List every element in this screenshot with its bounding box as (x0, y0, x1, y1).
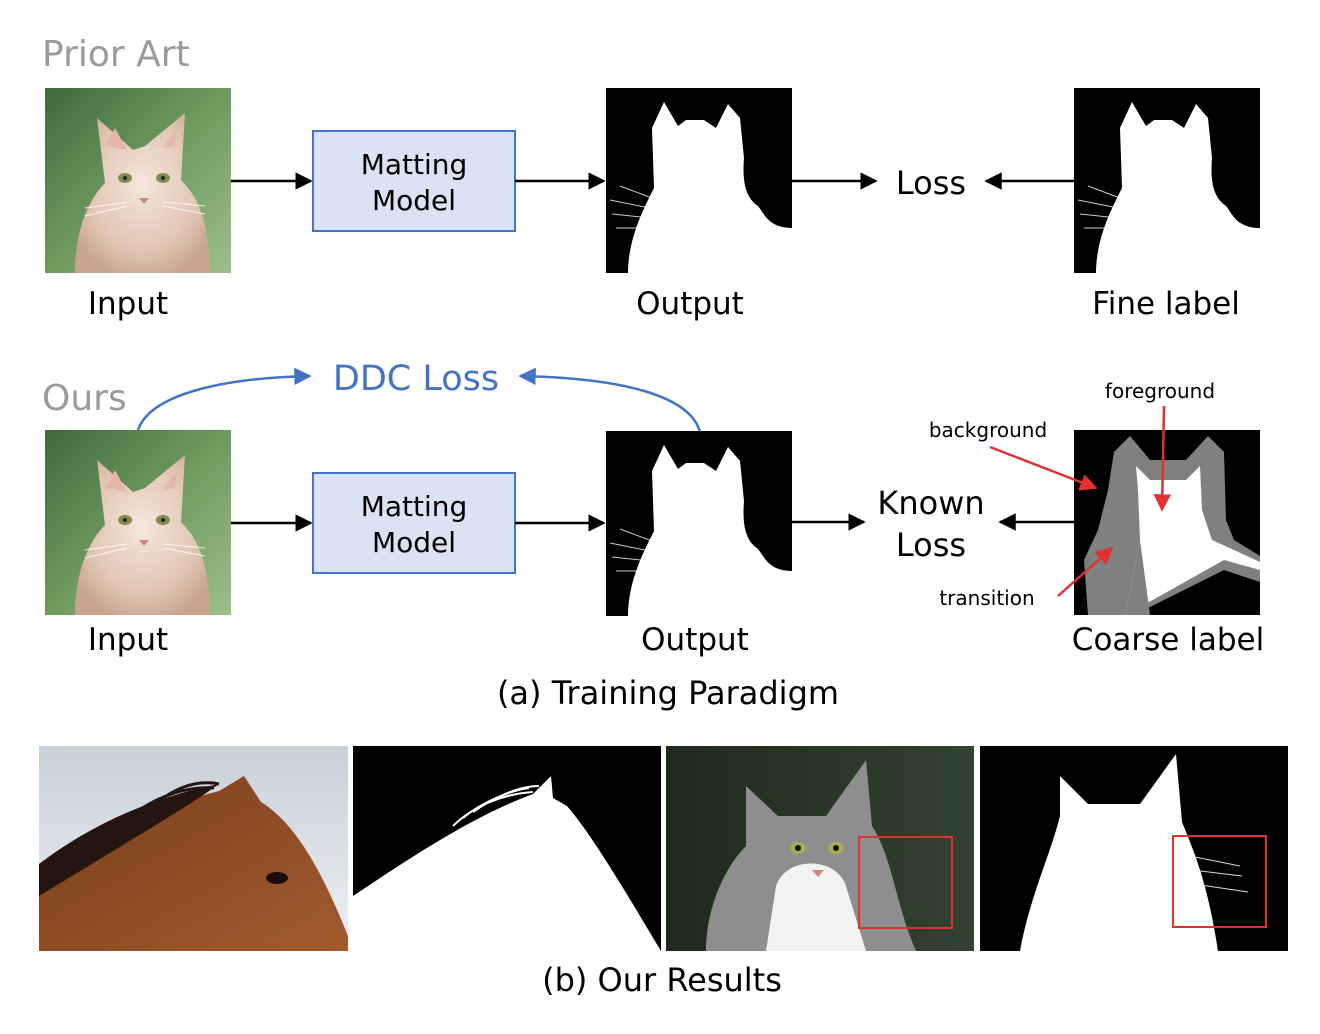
ours-input-label: Input (88, 622, 168, 658)
prior-fine-label-matte (1073, 87, 1261, 274)
annotation-foreground: foreground (1105, 379, 1215, 403)
ddc-arrow-from-input (136, 367, 312, 431)
result-cat-photo-highlight-box (858, 836, 953, 929)
annotation-background: background (929, 418, 1047, 442)
prior-output-label: Output (636, 286, 744, 322)
prior-input-label: Input (88, 286, 168, 322)
ours-matting-model-box (312, 472, 516, 574)
known-loss-label-line2: Loss (896, 526, 966, 564)
prior-fine-label-text: Fine label (1092, 286, 1240, 322)
result-horse-matte (353, 746, 661, 951)
coarse-label-trimap (1074, 430, 1260, 615)
result-horse-photo (39, 746, 348, 951)
caption-our-results: (b) Our Results (542, 961, 782, 999)
caption-training-paradigm: (a) Training Paradigm (497, 674, 839, 712)
ours-heading: Ours (42, 378, 127, 419)
foreground-pointer-arrow (1153, 405, 1172, 512)
ddc-arrow-from-output (518, 367, 702, 433)
prior-loss-label: Loss (896, 164, 966, 202)
result-cat-matte-highlight-box (1172, 835, 1267, 928)
prior-model-label-line1: Matting (361, 148, 468, 181)
annotation-transition: transition (939, 586, 1034, 610)
known-loss-label-line1: Known (877, 484, 984, 522)
result-cat-photo (666, 746, 974, 951)
ours-model-label-line2: Model (372, 526, 456, 559)
background-pointer-arrow (989, 445, 1098, 491)
ours-output-matte (605, 430, 793, 617)
ours-model-label-line1: Matting (361, 490, 468, 523)
transition-pointer-arrow (1057, 546, 1114, 597)
prior-output-matte (605, 87, 793, 274)
ours-output-label: Output (641, 622, 749, 658)
coarse-label-text: Coarse label (1072, 622, 1264, 658)
prior-model-label-line2: Model (372, 184, 456, 217)
ddc-loss-label: DDC Loss (333, 359, 499, 399)
ours-input-image (44, 429, 232, 616)
prior-input-image (44, 87, 232, 274)
result-cat-matte (980, 746, 1288, 951)
prior-art-heading: Prior Art (42, 34, 190, 75)
